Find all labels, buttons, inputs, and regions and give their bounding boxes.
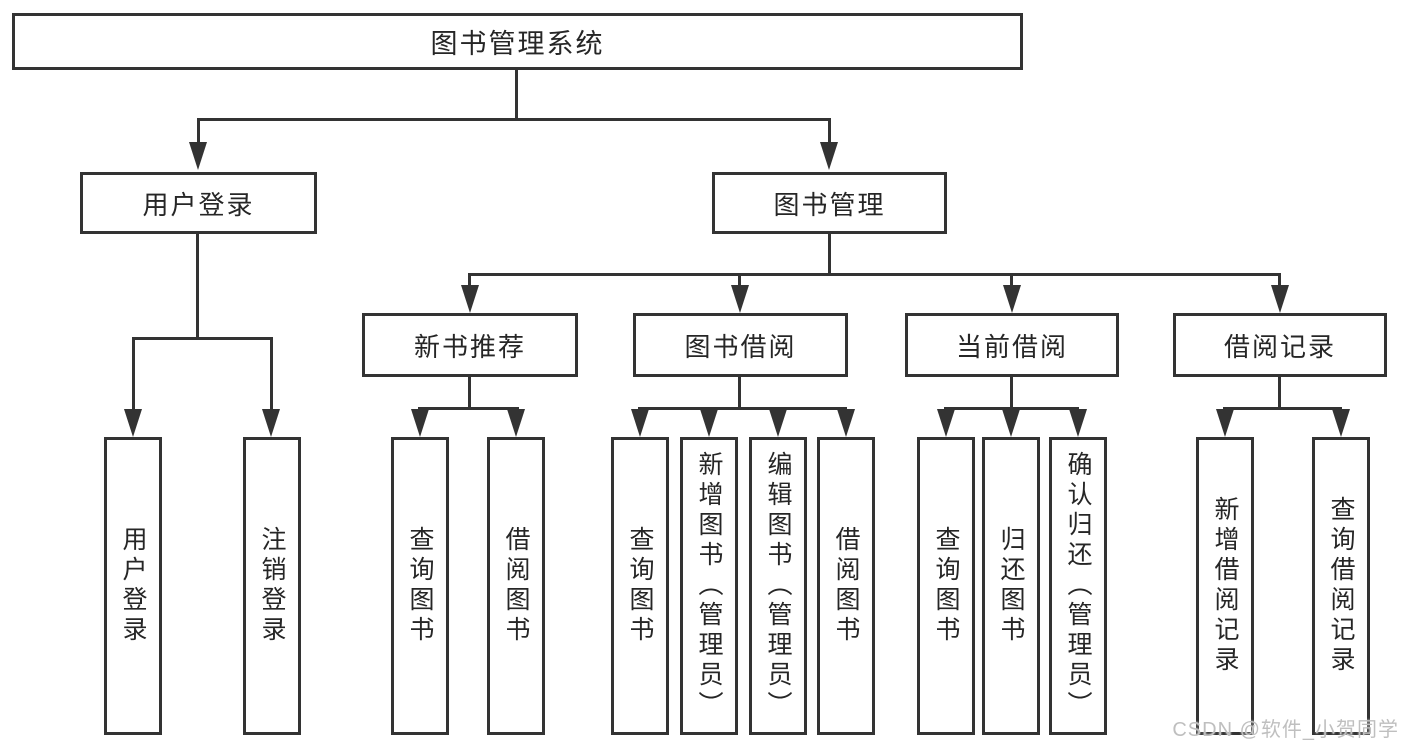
- leaf-borrow-borrow-books: 借阅图书: [817, 437, 875, 735]
- node-new-book-recommend: 新书推荐: [362, 313, 578, 377]
- connector-line: [828, 118, 831, 146]
- arrowhead-down-icon: [1332, 409, 1350, 437]
- leaf-label: 注销登录: [258, 526, 286, 646]
- connector-line: [270, 337, 273, 411]
- arrowhead-down-icon: [411, 409, 429, 437]
- leaf-records-add-borrow-record: 新增借阅记录: [1196, 437, 1254, 735]
- leaf-recommend-query-books: 查询图书: [391, 437, 449, 735]
- connector-line: [468, 377, 471, 410]
- leaf-label: 确认归还（管理员）: [1064, 451, 1092, 721]
- leaf-logout: 注销登录: [243, 437, 301, 735]
- leaf-current-return-books: 归还图书: [982, 437, 1040, 735]
- arrowhead-down-icon: [937, 409, 955, 437]
- arrowhead-down-icon: [124, 409, 142, 437]
- arrowhead-down-icon: [731, 285, 749, 313]
- leaf-user-login: 用户登录: [104, 437, 162, 735]
- arrowhead-down-icon: [1069, 409, 1087, 437]
- arrowhead-down-icon: [1002, 409, 1020, 437]
- leaf-label: 查询图书: [932, 526, 960, 646]
- node-user-login: 用户登录: [80, 172, 317, 234]
- connector-line: [1278, 273, 1281, 289]
- arrowhead-down-icon: [837, 409, 855, 437]
- leaf-label: 查询借阅记录: [1327, 496, 1355, 676]
- arrowhead-down-icon: [769, 409, 787, 437]
- leaf-records-query-borrow-record: 查询借阅记录: [1312, 437, 1370, 735]
- connector-line: [196, 234, 199, 340]
- leaf-borrow-add-books-admin: 新增图书（管理员）: [680, 437, 738, 735]
- leaf-recommend-borrow-books: 借阅图书: [487, 437, 545, 735]
- leaf-label: 新增图书（管理员）: [695, 451, 723, 721]
- node-book-management: 图书管理: [712, 172, 947, 234]
- connector-line: [468, 273, 471, 289]
- connector-line: [132, 337, 273, 340]
- connector-line: [1010, 377, 1013, 410]
- leaf-label: 查询图书: [626, 526, 654, 646]
- node-book-borrowing: 图书借阅: [633, 313, 848, 377]
- connector-line: [1278, 377, 1281, 410]
- node-current-borrowing: 当前借阅: [905, 313, 1119, 377]
- connector-line: [515, 70, 518, 118]
- arrowhead-down-icon: [700, 409, 718, 437]
- arrowhead-down-icon: [1271, 285, 1289, 313]
- leaf-label: 借阅图书: [832, 526, 860, 646]
- connector-line: [418, 407, 519, 410]
- leaf-label: 编辑图书（管理员）: [764, 451, 792, 721]
- leaf-label: 新增借阅记录: [1211, 496, 1239, 676]
- connector-line: [738, 273, 741, 289]
- connector-line: [638, 407, 847, 410]
- connector-line: [132, 337, 135, 411]
- leaf-borrow-query-books: 查询图书: [611, 437, 669, 735]
- arrowhead-down-icon: [189, 142, 207, 170]
- arrowhead-down-icon: [262, 409, 280, 437]
- connector-line: [828, 234, 831, 276]
- arrowhead-down-icon: [461, 285, 479, 313]
- leaf-current-query-books: 查询图书: [917, 437, 975, 735]
- connector-line: [738, 377, 741, 410]
- connector-line: [468, 273, 1281, 276]
- arrowhead-down-icon: [1216, 409, 1234, 437]
- node-root-system: 图书管理系统: [12, 13, 1023, 70]
- leaf-label: 归还图书: [997, 526, 1025, 646]
- connector-line: [197, 118, 831, 121]
- connector-line: [1223, 407, 1342, 410]
- csdn-watermark: CSDN @软件_小贺同学: [1172, 719, 1399, 741]
- leaf-label: 用户登录: [119, 526, 147, 646]
- leaf-label: 查询图书: [406, 526, 434, 646]
- connector-line: [1010, 273, 1013, 289]
- node-borrowing-records: 借阅记录: [1173, 313, 1387, 377]
- leaf-borrow-edit-books-admin: 编辑图书（管理员）: [749, 437, 807, 735]
- arrowhead-down-icon: [631, 409, 649, 437]
- leaf-label: 借阅图书: [502, 526, 530, 646]
- arrowhead-down-icon: [507, 409, 525, 437]
- leaf-current-confirm-return-admin: 确认归还（管理员）: [1049, 437, 1107, 735]
- arrowhead-down-icon: [1003, 285, 1021, 313]
- connector-line: [197, 118, 200, 146]
- arrowhead-down-icon: [820, 142, 838, 170]
